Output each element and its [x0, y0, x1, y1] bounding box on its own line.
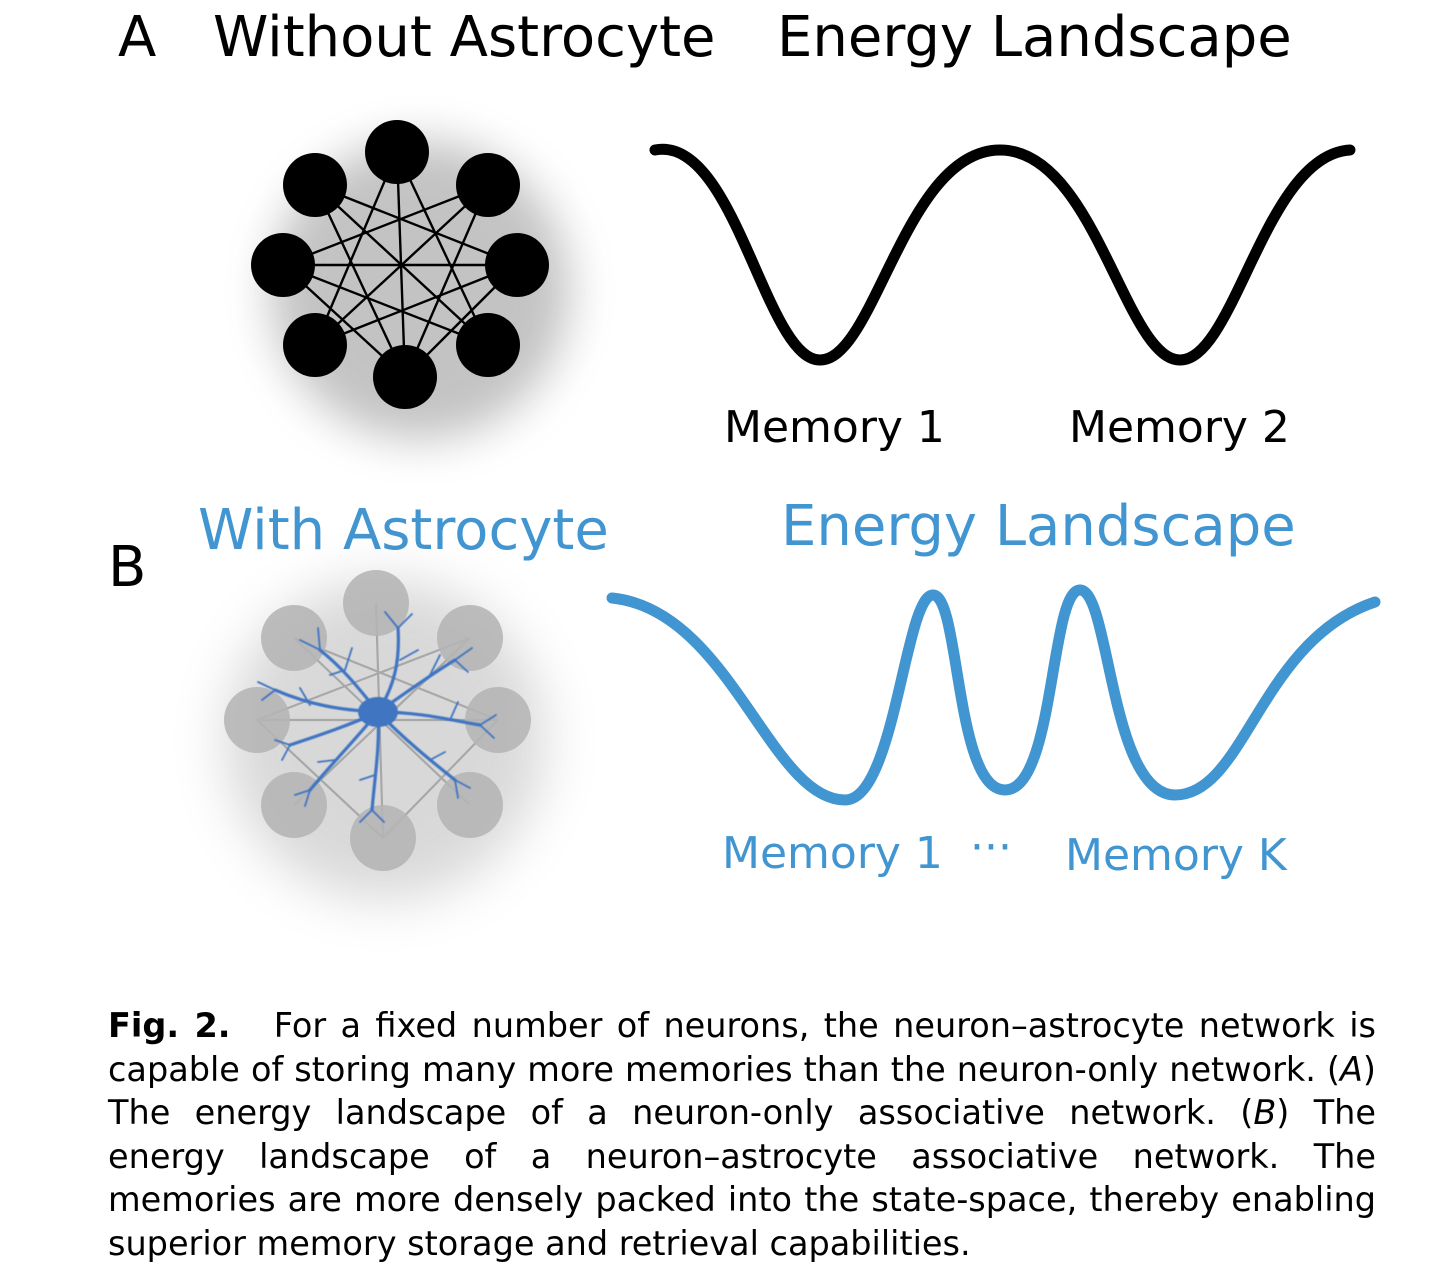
neuron [365, 120, 429, 184]
neuron [456, 313, 520, 377]
neuron-faded [224, 687, 290, 753]
network-a-neurons [251, 120, 549, 409]
panel-b-memory-k-label: Memory K [1065, 830, 1287, 881]
caption-text-3: ) The energy landscape of a neuron–astro… [108, 1093, 1376, 1263]
neuron-faded [465, 687, 531, 753]
panel-b-label: B [108, 535, 147, 600]
neuron [373, 345, 437, 409]
caption-text-2: ) The energy landscape of a neuron-only … [108, 1049, 1376, 1133]
neuron-faded [261, 605, 327, 671]
panel-b-ellipsis: ··· [970, 822, 1012, 873]
neuron [283, 153, 347, 217]
caption-ref-b: B [1253, 1093, 1277, 1132]
caption-ref-a: A [1340, 1049, 1363, 1089]
panel-b-landscape-title: Energy Landscape [781, 494, 1296, 559]
astrocyte-icon [257, 611, 497, 823]
neuron-faded [350, 805, 416, 871]
neuron [283, 313, 347, 377]
panel-b-network-title: With Astrocyte [198, 498, 609, 563]
panel-a-memory-1-label: Memory 1 [724, 402, 945, 453]
caption-label: Fig. 2. [108, 1006, 231, 1045]
neuron-faded [437, 605, 503, 671]
astrocyte-soma [358, 697, 398, 727]
neuron-network-a [251, 120, 570, 440]
caption-text-1: For a fixed number of neurons, the neuro… [108, 1006, 1376, 1089]
neuron-faded [437, 772, 503, 838]
network-b-neurons [224, 570, 531, 871]
panel-a-network-title: Without Astrocyte [213, 5, 716, 70]
neuron [485, 233, 549, 297]
figure-caption: Fig. 2. For a fixed number of neurons, t… [108, 1004, 1376, 1265]
neuron [251, 233, 315, 297]
panel-b-memory-1-label: Memory 1 [722, 828, 943, 879]
neuron-faded [343, 570, 409, 636]
panel-a-landscape-title: Energy Landscape [777, 5, 1292, 70]
panel-a-memory-2-label: Memory 2 [1069, 402, 1290, 453]
panel-a-label: A [118, 5, 157, 70]
figure-graphics [224, 120, 1381, 900]
neuron [456, 153, 520, 217]
neuron-astrocyte-network-b [224, 570, 545, 900]
energy-curve-a [649, 143, 1356, 366]
energy-curve-b [606, 584, 1381, 806]
